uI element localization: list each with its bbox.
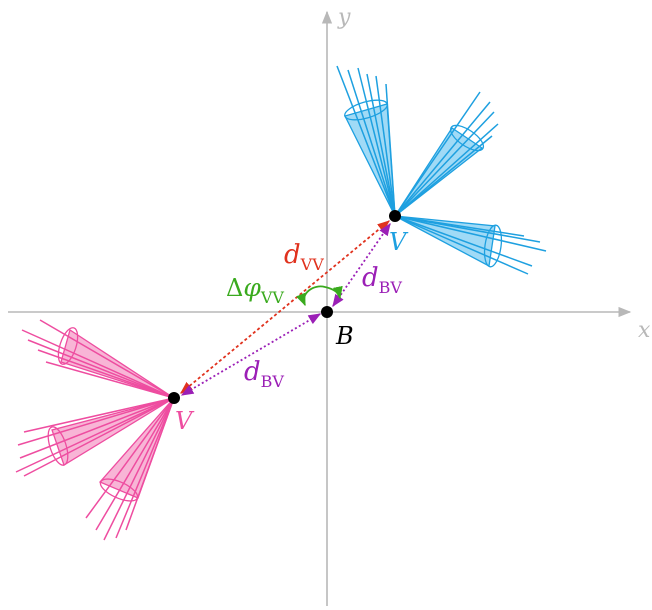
beam-spot-label: B (335, 322, 354, 350)
blue-jet-upper-right (394, 91, 499, 217)
vertex-blue-label: V (389, 228, 409, 256)
d-bv-lower-label: dBV (244, 357, 284, 391)
vertex-blue-point (389, 210, 401, 222)
d-vv-label: dVV (284, 240, 324, 274)
delta-phi-arc (295, 285, 343, 307)
y-axis-label: y (337, 5, 351, 30)
d-bv-upper-arrow (332, 222, 391, 308)
pink-jet-lower (85, 397, 175, 541)
vertex-pink-label: V (175, 407, 195, 435)
x-axis-label: x (638, 318, 651, 343)
vertex-pink-point (168, 392, 180, 404)
beam-spot-point (321, 306, 333, 318)
blue-jet-upper-left (336, 65, 396, 217)
pink-jet-upper-left (21, 319, 175, 399)
delta-phi-label: ΔφVV (226, 273, 284, 307)
pink-jet-left (15, 397, 175, 477)
d-bv-upper-label: dBV (362, 263, 402, 297)
blue-jet-right (394, 215, 547, 275)
